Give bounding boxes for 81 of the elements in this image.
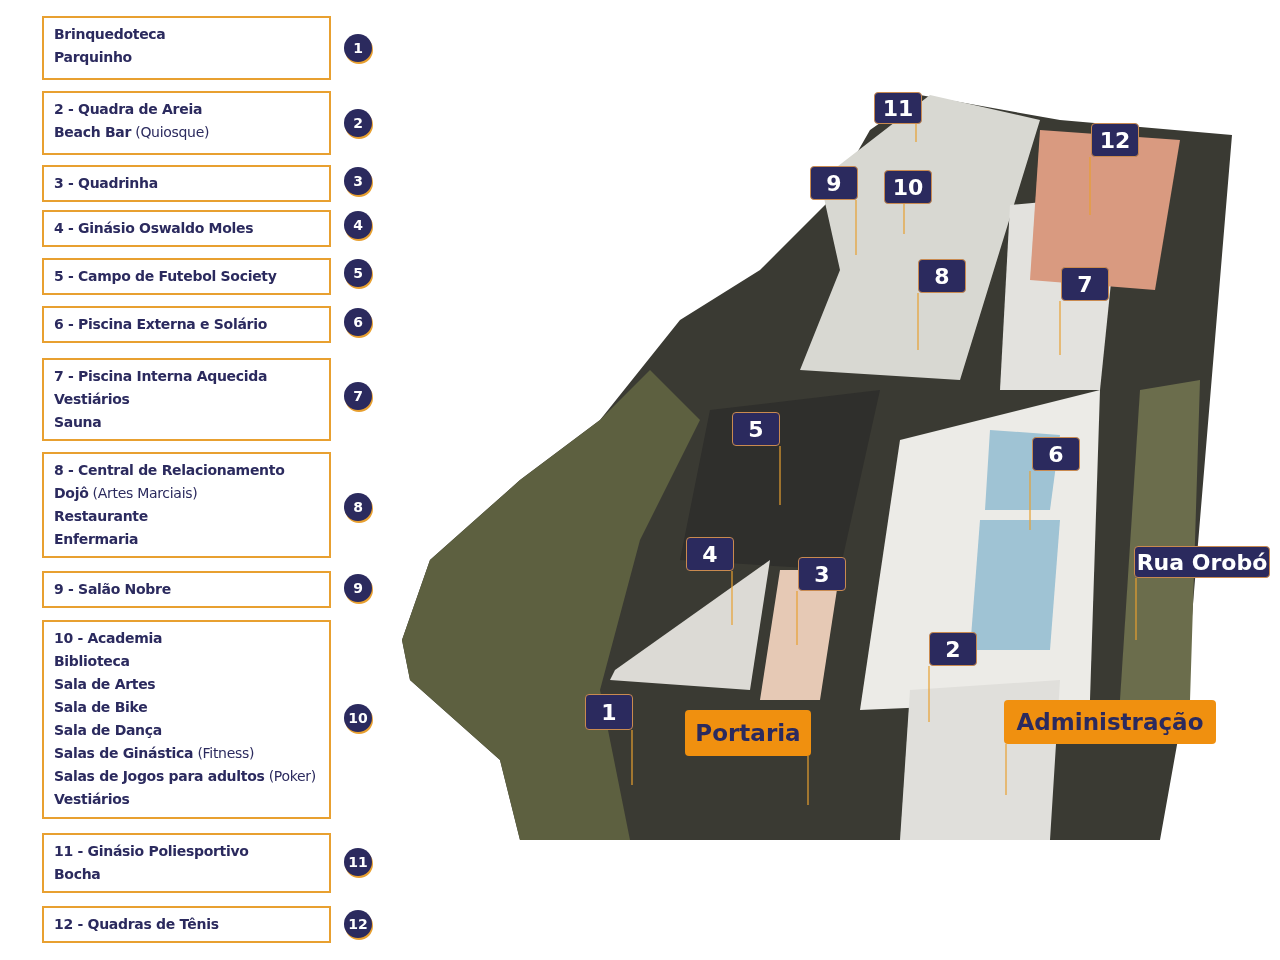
facility-name: Brinquedoteca	[54, 25, 167, 44]
legend-box	[42, 16, 331, 80]
number-badge: 2	[929, 632, 977, 666]
legend-box	[42, 210, 331, 247]
number-badge: 8	[344, 493, 372, 521]
number-badge: 9	[344, 574, 372, 602]
facility-name: Parquinho	[54, 48, 133, 67]
facility-name: 11 - Ginásio Poliesportivo	[54, 842, 250, 861]
number-badge: 8	[918, 259, 966, 293]
number-badge: 7	[1061, 267, 1109, 301]
number-badge: 3	[798, 557, 846, 591]
facility-name: 2 - Quadra de Areia	[54, 100, 204, 119]
facility-name: Enfermaria	[54, 530, 140, 549]
number-badge: 6	[1032, 437, 1080, 471]
legend-box	[42, 571, 331, 608]
facility-name: 3 - Quadrinha	[54, 174, 159, 193]
number-badge: 11	[874, 92, 922, 124]
number-badge: 9	[810, 166, 858, 200]
leader-line	[1135, 577, 1137, 641]
facility-name: Dojô (Artes Marciais)	[54, 484, 199, 503]
facility-name: Sala de Bike	[54, 698, 149, 717]
leader-line	[779, 445, 781, 506]
number-badge: 5	[344, 259, 372, 287]
facility-name: 4 - Ginásio Oswaldo Moles	[54, 219, 255, 238]
leader-line	[915, 123, 917, 143]
leader-line	[903, 203, 905, 235]
facility-name: Vestiários	[54, 790, 131, 809]
legend-box	[42, 452, 331, 558]
facility-name: Salas de Jogos para adultos (Poker)	[54, 767, 317, 786]
legend-box	[42, 258, 331, 295]
legend-box	[42, 165, 331, 202]
leader-line	[928, 665, 930, 723]
facility-name: 10 - Academia	[54, 629, 164, 648]
facility-name: Beach Bar (Quiosque)	[54, 123, 211, 142]
facility-name: Sauna	[54, 413, 103, 432]
number-badge: 12	[344, 910, 372, 938]
number-badge: 3	[344, 167, 372, 195]
number-badge: 6	[344, 308, 372, 336]
place-label: Portaria	[685, 710, 811, 756]
leader-line	[1005, 743, 1007, 796]
facility-name: Sala de Dança	[54, 721, 163, 740]
facility-name: 8 - Central de Relacionamento	[54, 461, 286, 480]
facility-name: 7 - Piscina Interna Aquecida	[54, 367, 269, 386]
legend-box	[42, 358, 331, 441]
legend-box	[42, 833, 331, 893]
number-badge: 1	[585, 694, 633, 730]
legend-box	[42, 906, 331, 943]
number-badge: 12	[1091, 123, 1139, 157]
facility-name: 12 - Quadras de Tênis	[54, 915, 220, 934]
leader-line	[796, 590, 798, 646]
legend-box	[42, 91, 331, 155]
leader-line	[731, 570, 733, 626]
number-badge: 1	[344, 34, 372, 62]
number-badge: 5	[732, 412, 780, 446]
number-badge: 11	[344, 848, 372, 876]
place-label: Administração	[1004, 700, 1216, 744]
leader-line	[1029, 470, 1031, 531]
facility-name: 6 - Piscina Externa e Solário	[54, 315, 268, 334]
facility-name: Sala de Artes	[54, 675, 157, 694]
number-badge: Rua Orobó	[1134, 546, 1270, 578]
number-badge: 2	[344, 109, 372, 137]
leader-line	[807, 755, 809, 806]
number-badge: 4	[686, 537, 734, 571]
facility-name: 5 - Campo de Futebol Society	[54, 267, 278, 286]
facility-name: 9 - Salão Nobre	[54, 580, 172, 599]
leader-line	[917, 292, 919, 351]
legend-box	[42, 620, 331, 819]
legend-box	[42, 306, 331, 343]
number-badge: 10	[344, 704, 372, 732]
facility-name: Vestiários	[54, 390, 131, 409]
leader-line	[855, 199, 857, 256]
leader-line	[1089, 156, 1091, 216]
number-badge: 7	[344, 382, 372, 410]
leader-line	[631, 729, 633, 786]
facility-name: Salas de Ginástica (Fitness)	[54, 744, 256, 763]
facility-name: Biblioteca	[54, 652, 131, 671]
facility-name: Restaurante	[54, 507, 149, 526]
facility-name: Bocha	[54, 865, 102, 884]
number-badge: 4	[344, 211, 372, 239]
leader-line	[1059, 300, 1061, 356]
number-badge: 10	[884, 170, 932, 204]
